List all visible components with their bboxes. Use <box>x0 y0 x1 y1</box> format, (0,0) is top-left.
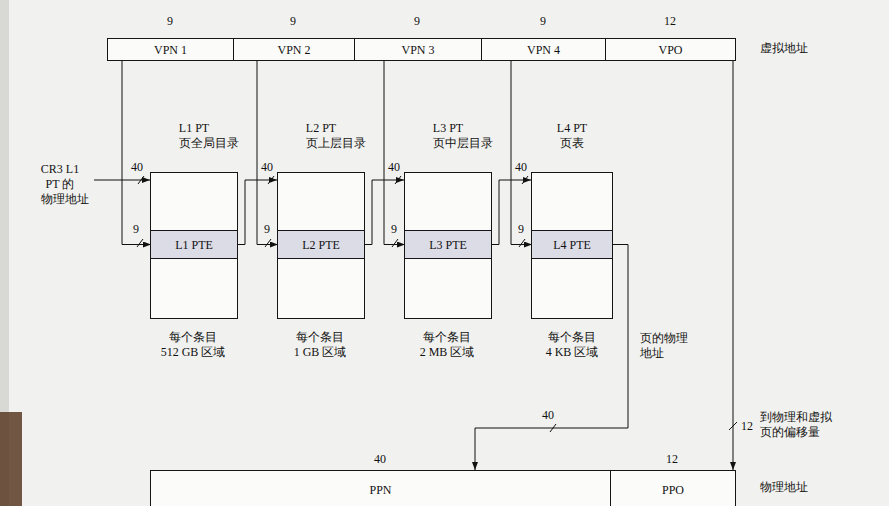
field-label: L4 PTE <box>553 238 591 252</box>
address-field: PPN <box>150 470 611 506</box>
connector <box>733 61 734 470</box>
page-table-entry: L3 PTE <box>405 230 491 259</box>
connector <box>511 61 532 245</box>
width-tick <box>265 239 271 247</box>
note-label: 每个条目 4 KB 区域 <box>546 330 599 360</box>
bit-width-label: 9 <box>518 222 524 237</box>
width-tick <box>392 239 398 247</box>
address-field: PPO <box>610 470 736 506</box>
bit-width-label: 9 <box>391 222 397 237</box>
width-tick <box>137 239 143 247</box>
width-label: 9 <box>414 14 420 29</box>
field-label: VPN 3 <box>401 43 434 57</box>
field-label: L2 PTE <box>302 238 340 252</box>
address-field: VPN 4 <box>481 38 606 61</box>
table-heading: L1 PT 页全局目录 <box>179 121 210 151</box>
width-label: 虚拟地址 <box>760 41 808 56</box>
width-label: 40 <box>131 160 143 175</box>
address-field: VPN 2 <box>233 38 355 61</box>
width-label: 9 <box>540 14 546 29</box>
field-label: VPO <box>658 43 682 57</box>
table-heading: L4 PT 页表 <box>557 121 588 151</box>
address-field: VPN 1 <box>107 38 234 61</box>
connector <box>384 61 405 245</box>
page-table-entry: L1 PTE <box>151 230 237 259</box>
connector <box>257 61 278 245</box>
field-label: VPN 4 <box>527 43 560 57</box>
width-tick <box>138 176 144 184</box>
field-label: L3 PTE <box>429 238 467 252</box>
page-table-entry: L2 PTE <box>278 230 364 259</box>
page-table: L2 PT 页上层目录L2 PTE <box>277 172 365 319</box>
note-label: CR3 L1 PT 的 物理地址 <box>41 162 80 207</box>
bit-width-label: 40 <box>542 408 554 423</box>
note-label: 到物理和虚拟 页的偏移量 <box>760 410 766 440</box>
width-label: 12 <box>666 452 678 467</box>
bit-width-label: 12 <box>741 419 753 434</box>
note-label: 每个条目 512 GB 区域 <box>161 330 226 360</box>
page-edge <box>0 412 22 506</box>
width-label: 12 <box>664 14 676 29</box>
width-label: 9 <box>167 14 173 29</box>
table-heading: L2 PT 页上层目录 <box>306 121 337 151</box>
bit-width-label: 9 <box>264 222 270 237</box>
page-table: L1 PT 页全局目录L1 PTE <box>150 172 238 319</box>
address-field: VPN 3 <box>354 38 482 61</box>
note-label: 每个条目 1 GB 区域 <box>294 330 347 360</box>
page-table-entry: L4 PTE <box>532 230 612 259</box>
address-field: VPO <box>605 38 736 61</box>
bit-width-label: 40 <box>515 160 527 175</box>
field-label: PPO <box>662 483 684 497</box>
field-label: PPN <box>369 483 391 497</box>
width-tick <box>519 239 525 247</box>
page-table: L4 PT 页表L4 PTE <box>531 172 613 319</box>
bit-width-label: 40 <box>388 160 400 175</box>
field-label: L1 PTE <box>175 238 213 252</box>
connector <box>122 61 151 245</box>
width-label: 物理地址 <box>760 480 808 495</box>
bit-width-label: 9 <box>133 222 139 237</box>
page-table: L3 PT 页中层目录L3 PTE <box>404 172 492 319</box>
width-label: 9 <box>290 14 296 29</box>
table-heading: L3 PT 页中层目录 <box>433 121 464 151</box>
bit-width-label: 40 <box>261 160 273 175</box>
note-label: 页的物理 地址 <box>640 331 646 361</box>
note-label: 每个条目 2 MB 区域 <box>420 330 475 360</box>
width-label: 40 <box>374 452 386 467</box>
field-label: VPN 1 <box>154 43 187 57</box>
field-label: VPN 2 <box>277 43 310 57</box>
